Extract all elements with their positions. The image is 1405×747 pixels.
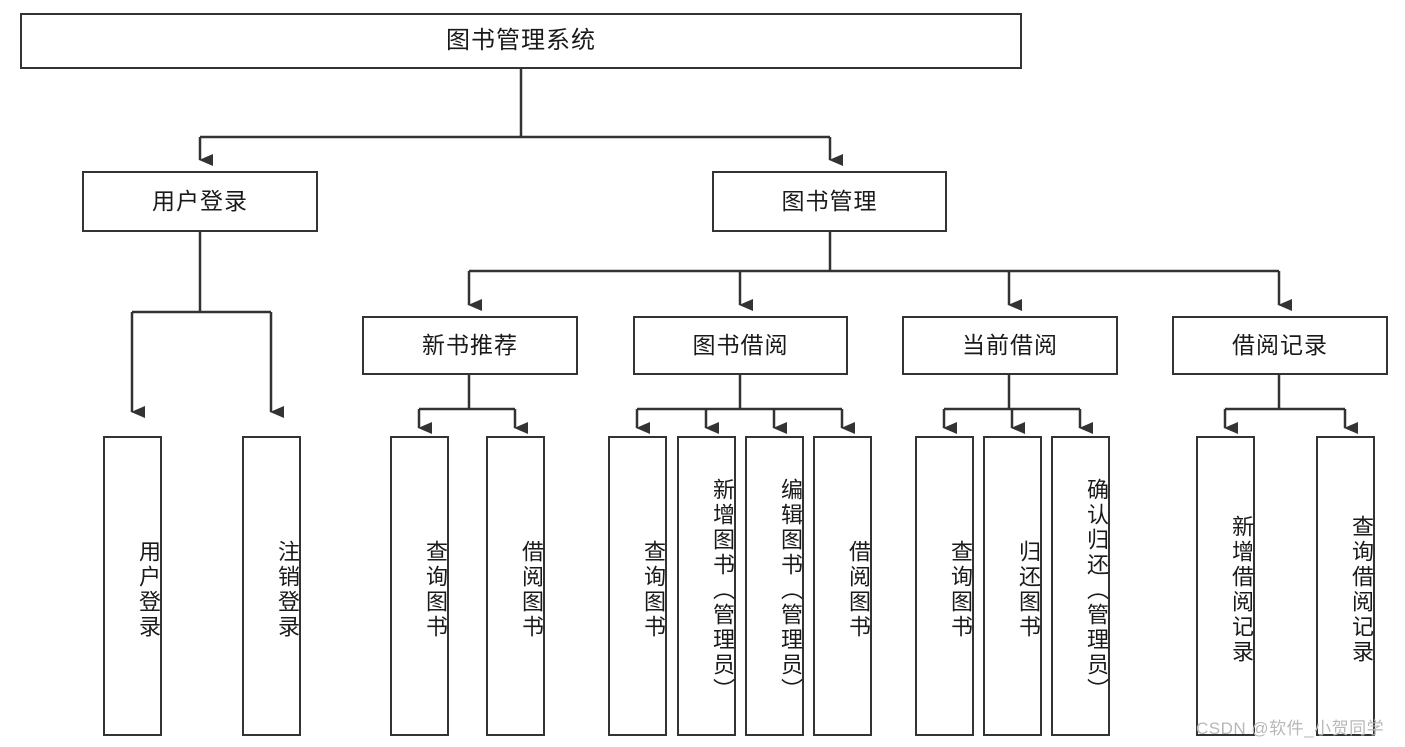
node-leaf-query-record-label: 查询借阅记录 xyxy=(1349,515,1374,665)
node-leaf-query-book-rec[interactable]: 查询图书 xyxy=(390,436,449,736)
node-leaf-user-login-label: 用户登录 xyxy=(136,540,161,640)
node-borrow-record-label: 借阅记录 xyxy=(1232,331,1328,358)
node-leaf-query-book-borrow-label: 查询图书 xyxy=(641,540,666,640)
node-user-login-label: 用户登录 xyxy=(152,187,248,214)
node-leaf-borrow-book-label: 借阅图书 xyxy=(846,540,871,640)
node-leaf-add-record-label: 新增借阅记录 xyxy=(1229,515,1254,665)
node-leaf-return-book-label: 归还图书 xyxy=(1016,540,1041,640)
node-leaf-user-logout[interactable]: 注销登录 xyxy=(242,436,301,736)
node-current-borrow[interactable]: 当前借阅 xyxy=(902,316,1118,375)
node-leaf-user-login[interactable]: 用户登录 xyxy=(103,436,162,736)
csdn-watermark: CSDN @软件_小贺同学 xyxy=(1196,719,1385,738)
node-root-label: 图书管理系统 xyxy=(446,26,596,54)
node-leaf-borrow-book-rec-label: 借阅图书 xyxy=(519,540,544,640)
node-leaf-edit-book[interactable]: 编辑图书（管理员） xyxy=(745,436,804,736)
node-new-book-rec[interactable]: 新书推荐 xyxy=(362,316,578,375)
node-leaf-query-record[interactable]: 查询借阅记录 xyxy=(1316,436,1375,736)
node-leaf-confirm-return[interactable]: 确认归还（管理员） xyxy=(1051,436,1110,736)
node-leaf-query-book-cur[interactable]: 查询图书 xyxy=(915,436,974,736)
node-leaf-query-book-borrow[interactable]: 查询图书 xyxy=(608,436,667,736)
node-borrow-record[interactable]: 借阅记录 xyxy=(1172,316,1388,375)
node-leaf-query-book-rec-label: 查询图书 xyxy=(423,540,448,640)
node-leaf-return-book[interactable]: 归还图书 xyxy=(983,436,1042,736)
node-book-borrow[interactable]: 图书借阅 xyxy=(633,316,848,375)
node-leaf-add-record[interactable]: 新增借阅记录 xyxy=(1196,436,1255,736)
node-current-borrow-label: 当前借阅 xyxy=(962,331,1058,358)
node-book-manage-label: 图书管理 xyxy=(781,187,878,214)
node-leaf-add-book[interactable]: 新增图书（管理员） xyxy=(677,436,736,736)
node-book-manage[interactable]: 图书管理 xyxy=(712,171,947,232)
node-leaf-borrow-book-rec[interactable]: 借阅图书 xyxy=(486,436,545,736)
node-leaf-borrow-book[interactable]: 借阅图书 xyxy=(813,436,872,736)
node-leaf-user-logout-label: 注销登录 xyxy=(275,540,300,640)
node-leaf-edit-book-label: 编辑图书（管理员） xyxy=(778,477,803,703)
node-new-book-rec-label: 新书推荐 xyxy=(422,331,518,358)
node-leaf-confirm-return-label: 确认归还（管理员） xyxy=(1084,477,1109,703)
node-root[interactable]: 图书管理系统 xyxy=(20,13,1022,69)
node-leaf-add-book-label: 新增图书（管理员） xyxy=(710,477,735,703)
node-user-login[interactable]: 用户登录 xyxy=(82,171,318,232)
node-book-borrow-label: 图书借阅 xyxy=(692,331,789,358)
node-leaf-query-book-cur-label: 查询图书 xyxy=(948,540,973,640)
